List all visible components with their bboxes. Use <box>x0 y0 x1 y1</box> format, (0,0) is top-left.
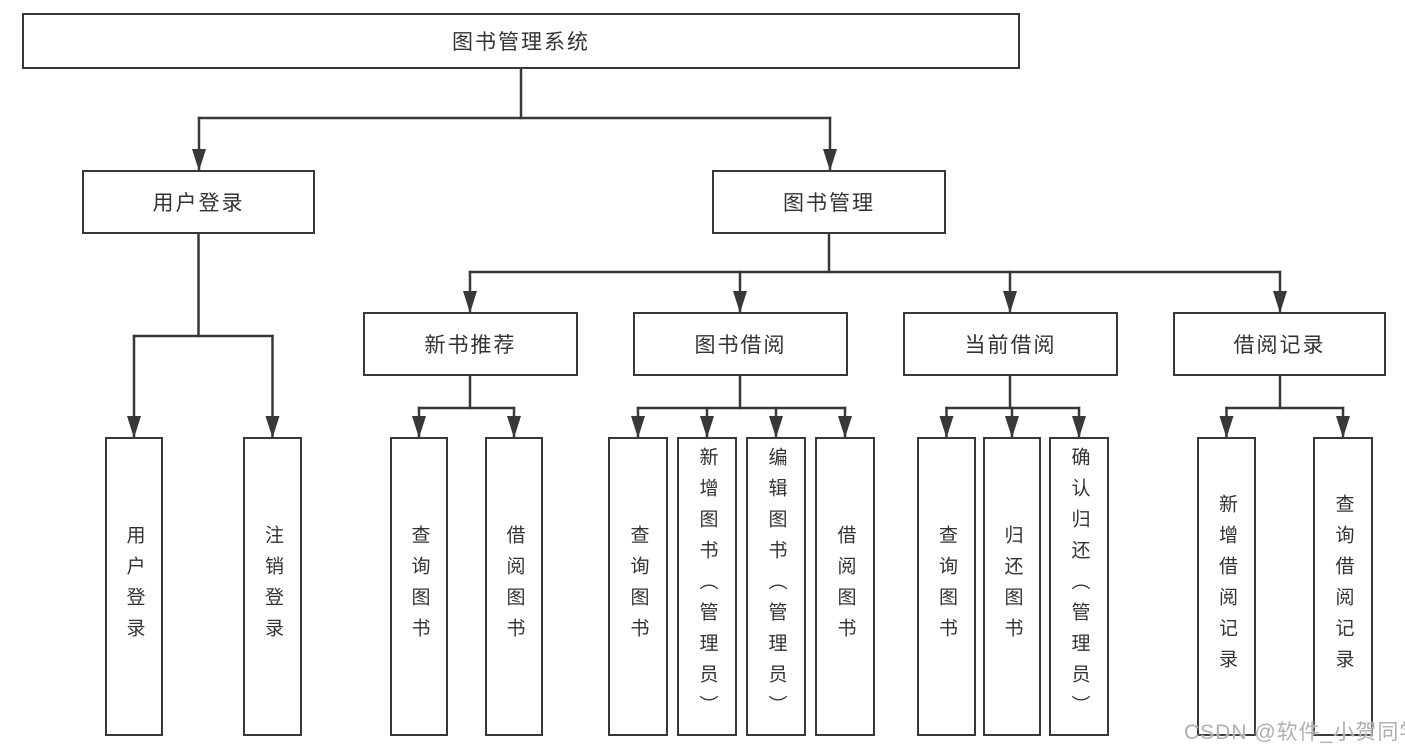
node-book-mgmt: 图书管理 <box>712 170 946 234</box>
leaf-add-book-admin-label: 新增图书（管理员） <box>696 447 718 726</box>
leaf-rec-borrow-book: 借阅图书 <box>485 437 543 736</box>
node-new-book-rec: 新书推荐 <box>363 312 578 376</box>
leaf-rec-query-book-label: 查询图书 <box>408 524 430 649</box>
leaf-edit-book-admin-label: 编辑图书（管理员） <box>765 447 787 726</box>
node-current-borrow-label: 当前借阅 <box>964 334 1057 357</box>
leaf-query-borrow-record: 查询借阅记录 <box>1313 437 1373 736</box>
watermark: CSDN @软件_小贺同学 <box>1184 721 1405 744</box>
node-user-login: 用户登录 <box>82 170 315 234</box>
node-root: 图书管理系统 <box>22 13 1020 69</box>
leaf-borrow-query-book-label: 查询图书 <box>627 524 649 649</box>
node-root-label: 图书管理系统 <box>452 31 590 54</box>
leaf-add-borrow-record: 新增借阅记录 <box>1197 437 1256 736</box>
leaf-rec-borrow-book-label: 借阅图书 <box>503 524 525 649</box>
node-book-borrow: 图书借阅 <box>633 312 848 376</box>
node-book-mgmt-label: 图书管理 <box>783 192 875 215</box>
leaf-user-login: 用户登录 <box>105 437 163 736</box>
leaf-return-book: 归还图书 <box>983 437 1041 736</box>
node-user-login-label: 用户登录 <box>152 192 245 215</box>
leaf-add-book-admin: 新增图书（管理员） <box>677 437 737 736</box>
node-book-borrow-label: 图书借阅 <box>694 334 787 357</box>
leaf-current-query-book: 查询图书 <box>917 437 976 736</box>
leaf-confirm-return-admin-label: 确认归还（管理员） <box>1068 447 1090 726</box>
leaf-logout: 注销登录 <box>243 437 302 736</box>
leaf-query-borrow-record-label: 查询借阅记录 <box>1332 493 1354 680</box>
node-borrow-records-label: 借阅记录 <box>1233 334 1326 357</box>
leaf-user-login-label: 用户登录 <box>123 524 145 649</box>
leaf-current-query-book-label: 查询图书 <box>936 524 957 649</box>
leaf-borrow-book-label: 借阅图书 <box>834 524 856 649</box>
leaf-add-borrow-record-label: 新增借阅记录 <box>1216 493 1237 680</box>
leaf-return-book-label: 归还图书 <box>1001 524 1023 649</box>
leaf-borrow-query-book: 查询图书 <box>608 437 668 736</box>
leaf-rec-query-book: 查询图书 <box>390 437 448 736</box>
node-borrow-records: 借阅记录 <box>1173 312 1386 376</box>
node-current-borrow: 当前借阅 <box>903 312 1118 376</box>
leaf-logout-label: 注销登录 <box>262 524 283 649</box>
leaf-edit-book-admin: 编辑图书（管理员） <box>746 437 806 736</box>
leaf-confirm-return-admin: 确认归还（管理员） <box>1049 437 1109 736</box>
node-new-book-rec-label: 新书推荐 <box>424 334 517 357</box>
leaf-borrow-book: 借阅图书 <box>815 437 875 736</box>
